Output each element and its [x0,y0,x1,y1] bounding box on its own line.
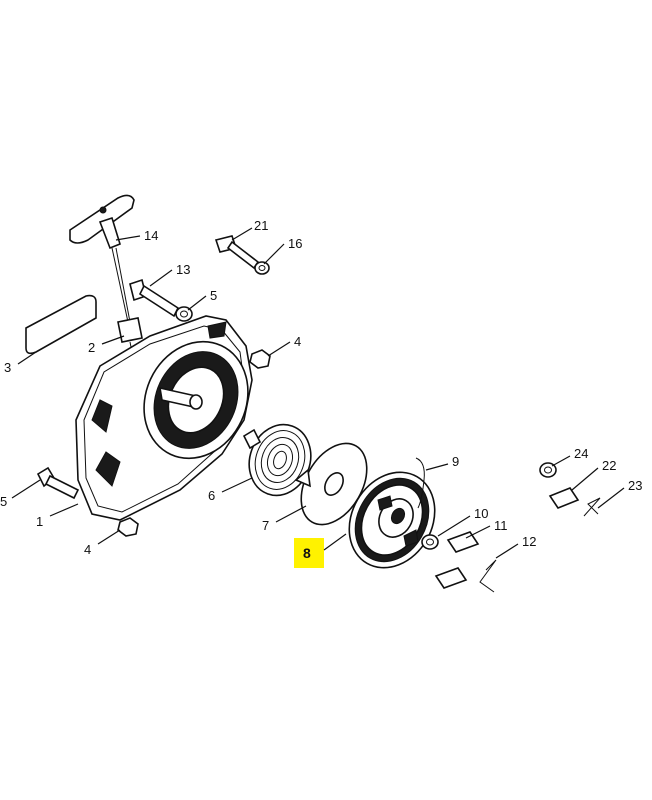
part-spring-23 [583,497,601,517]
callout-1: 1 [36,514,43,529]
part-starter-handle [69,194,135,250]
part-washer-5-top [175,306,193,322]
callout-4-top: 4 [294,334,301,349]
callout-9: 9 [452,454,459,469]
callout-13: 13 [176,262,190,277]
callout-10: 10 [474,506,488,521]
callout-8: 8 [303,545,311,561]
callout-5-bottom: 5 [0,494,7,509]
part-nut-4-bottom [117,517,139,537]
callout-2: 2 [88,340,95,355]
callout-7: 7 [262,518,269,533]
part-washer-10 [421,534,439,550]
leader-lines [11,227,625,559]
part-cover-plate [25,294,97,355]
part-clip-12 [479,559,497,593]
callout-6: 6 [208,488,215,503]
part-nut-4-top [249,349,271,369]
part-fan-housing [75,315,253,521]
part-pawl-lower [434,567,468,589]
part-screw-13 [129,278,180,318]
callout-16: 16 [288,236,302,251]
part-rope-rotor [348,471,436,569]
callout-21: 21 [254,218,268,233]
callout-22: 22 [602,458,616,473]
callout-5-top: 5 [210,288,217,303]
part-screw-5-bottom [36,466,80,500]
callout-24: 24 [574,446,588,461]
callout-3: 3 [4,360,11,375]
callout-23: 23 [628,478,642,493]
highlight-box [294,538,324,568]
part-rewind-spring [242,423,312,497]
callout-4-bottom: 4 [84,542,91,557]
part-washer-16 [254,261,270,275]
callout-12: 12 [522,534,536,549]
part-pawl-22 [548,487,580,509]
part-washer-24 [539,462,557,478]
part-bolt-21 [214,235,260,270]
part-pawl-11 [446,531,480,553]
callout-11: 11 [494,518,508,533]
part-rope-9 [415,457,425,509]
callout-14: 14 [144,228,158,243]
